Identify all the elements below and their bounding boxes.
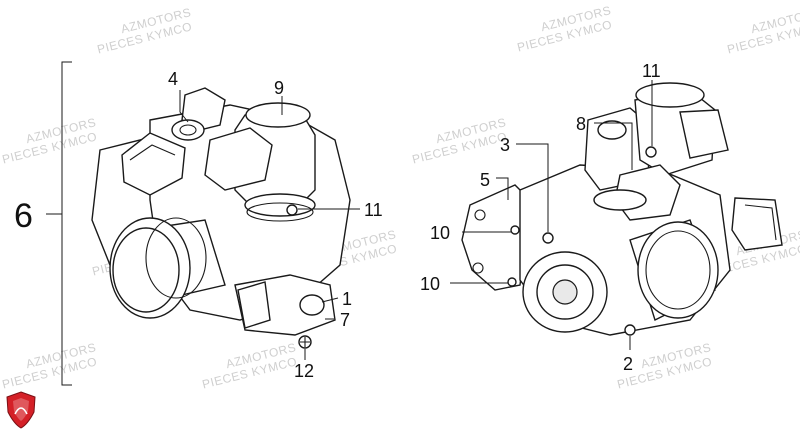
leader-5 bbox=[496, 177, 509, 200]
screw-10-top bbox=[510, 225, 520, 235]
watermark: AZMOTORS PIECES KYMCO bbox=[201, 340, 299, 391]
watermark: AZMOTORS PIECES KYMCO bbox=[516, 3, 614, 54]
watermark: AZMOTORS PIECES KYMCO bbox=[96, 5, 194, 56]
bore-inner-ring bbox=[112, 227, 180, 313]
body-flange bbox=[593, 189, 647, 211]
idle-control-cap bbox=[635, 82, 705, 108]
idle-control-flange bbox=[244, 193, 316, 217]
callout-11-right: 11 bbox=[642, 61, 661, 81]
callout-8: 8 bbox=[576, 114, 586, 134]
callout-10-bottom: 10 bbox=[420, 274, 440, 294]
idle-control-connector bbox=[679, 109, 729, 159]
idle-control-cap bbox=[245, 102, 311, 128]
leader-8 bbox=[594, 122, 633, 170]
bracket-hole-top bbox=[474, 209, 486, 221]
sensor-base bbox=[171, 119, 205, 141]
screw-11-left bbox=[286, 204, 298, 216]
throttle-body-left bbox=[91, 87, 351, 349]
screw-2 bbox=[624, 324, 636, 336]
callout-11-left: 11 bbox=[364, 200, 383, 220]
side-connector-ridge bbox=[744, 204, 777, 241]
callout-5: 5 bbox=[480, 170, 490, 190]
pulley-hub bbox=[552, 279, 578, 305]
leader-1 bbox=[321, 297, 339, 303]
leader-lines bbox=[179, 80, 653, 360]
callout-4: 4 bbox=[168, 69, 178, 89]
idle-control-seal bbox=[246, 202, 314, 222]
screw-12-slot bbox=[300, 337, 310, 347]
sensor-port bbox=[597, 120, 627, 140]
mounting-bracket bbox=[461, 184, 531, 291]
callout-7: 7 bbox=[340, 310, 350, 330]
tps-connector bbox=[237, 281, 271, 329]
idle-control-connector bbox=[204, 127, 273, 191]
screw-11-right bbox=[645, 146, 657, 158]
callout-9: 9 bbox=[274, 78, 284, 98]
watermark: AZMOTORS PIECES KYMCO bbox=[411, 115, 509, 166]
group-bracket bbox=[61, 61, 72, 386]
left-connector-ridge bbox=[129, 144, 176, 161]
callout-3: 3 bbox=[500, 135, 510, 155]
callout-12: 12 bbox=[294, 361, 314, 381]
callout-1: 1 bbox=[342, 289, 352, 309]
leader-4 bbox=[179, 90, 189, 123]
sensor-bore bbox=[179, 124, 197, 136]
azmotors-shield-icon bbox=[6, 391, 36, 429]
callout-2: 2 bbox=[623, 354, 633, 374]
watermark: AZMOTORS PIECES KYMCO bbox=[726, 5, 800, 56]
screw-10-bottom bbox=[507, 277, 517, 287]
callout-labels: 4 9 6 11 1 7 12 11 8 3 5 10 10 2 bbox=[14, 61, 661, 381]
bore-inner-ring bbox=[645, 230, 711, 310]
side-connector bbox=[731, 197, 783, 251]
bracket-hole-bottom bbox=[472, 262, 484, 274]
tps-shaft bbox=[299, 294, 325, 316]
bore-rim bbox=[145, 217, 207, 299]
leader-3 bbox=[516, 143, 549, 232]
left-connector bbox=[121, 132, 186, 196]
throttle-body-right bbox=[461, 82, 783, 336]
watermark: AZMOTORS PIECES KYMCO bbox=[1, 115, 99, 166]
callout-6: 6 bbox=[14, 197, 33, 235]
bore-outer-ring bbox=[637, 221, 719, 319]
watermark: AZMOTORS PIECES KYMCO bbox=[1, 340, 99, 391]
screw-3 bbox=[542, 232, 554, 244]
callout-10-top: 10 bbox=[430, 223, 450, 243]
